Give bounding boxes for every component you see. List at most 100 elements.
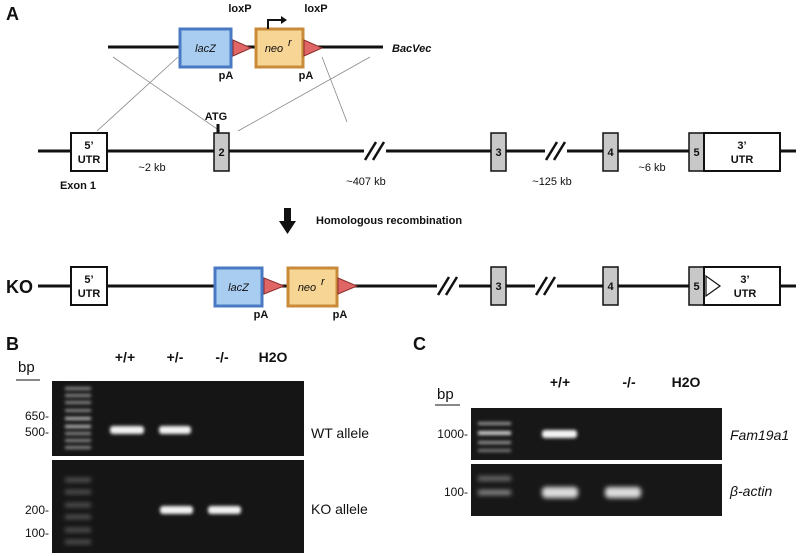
gel-b-ko-band-lane3 [208,506,241,514]
panel-b-lane-2: +/- [167,349,184,365]
bacvec-loxp2-label: loxP [304,3,327,15]
exon1-label: Exon 1 [60,180,96,192]
panel-b-bp: bp [18,359,35,376]
gel-b-marker-500: 500- [25,425,49,439]
exon3-label: 3 [495,147,501,159]
utr3-box [703,132,781,172]
ko-exon4-box [602,266,619,306]
bacvec-loxp1-triangle [232,39,253,57]
ko-exon4-label: 4 [607,281,614,293]
panel-b-lane-1: +/+ [115,349,135,365]
panel-c-lane-2: -/- [622,374,636,390]
panel-c-gel-bottom [471,464,722,516]
ko-exon3-label: 3 [495,281,501,293]
ko-pa1-label: pA [254,309,269,321]
gel-c-top-ladder [478,422,511,452]
panel-b-gel-top [52,381,304,456]
ko-break-mark-2 [534,276,557,296]
down-arrow-icon [279,221,296,234]
ko-utr3-line2: UTR [734,288,757,300]
panel-c-lane-3: H2O [672,374,701,390]
recombination-label: Homologous recombination [316,215,462,227]
ko-neo-box [286,266,339,308]
gel-b-marker-200: 200- [25,503,49,517]
gel-b-bottom-label: KO allele [311,501,368,517]
ko-utr5-box [70,266,108,306]
panel-c-letter: C [413,334,426,354]
gel-b-wt-band-lane1 [110,426,144,434]
bacvec-pa2-label: pA [299,70,314,82]
utr5-box [70,132,108,172]
ko-label: KO [6,277,33,297]
exon3-box [490,132,507,172]
distance-3: ~125 kb [532,176,571,188]
ko-pa2-label: pA [333,309,348,321]
ko-exon3-box [490,266,507,306]
promoter-arrow-icon [267,19,282,29]
panel-c-gel-top [471,408,722,460]
ko-lox-residual-mark [705,274,722,298]
ko-utr5-line2: UTR [78,288,101,300]
break-mark-1 [363,141,386,161]
atg-label: ATG [205,111,227,123]
ko-loxp1-triangle [263,277,286,295]
bacvec-lacz-box [178,27,233,69]
gel-b-top-bg [52,381,304,456]
ko-lacz-box [213,266,264,308]
panel-c-lane-1: +/+ [550,374,570,390]
gel-b-top-ladder [65,387,91,449]
recombination-step: Homologous recombination [279,208,462,234]
utr5-line2: UTR [78,154,101,166]
gel-b-wt-band-lane2 [159,426,191,434]
utr3-line2: UTR [731,154,754,166]
bacvec-lacz-label: lacZ [195,43,217,55]
promoter-arrowhead-icon [281,16,287,24]
bacvec-loxp2-triangle [303,39,324,57]
exon4-label: 4 [607,147,614,159]
ko-loxp2-triangle [337,277,359,295]
gel-c-top-label: Fam19a1 [730,427,789,443]
bacvec-construct: lacZ neo r loxP loxP pA pA BacVec [108,3,431,82]
ko-utr5-line1: 5’ [84,274,93,286]
bacvec-loxp1-label: loxP [228,3,251,15]
gel-b-bottom-bands [160,506,241,514]
homology-guide-lines [96,56,371,132]
down-arrow-shaft [284,208,291,222]
ko-utr3-box [703,266,781,306]
ko-allele: KO 5’ UTR lacZ neo r pA pA 3 4 5 [6,266,796,321]
exon5-label: 5 [693,147,699,159]
bacvec-neo-box [254,27,305,69]
exon2-box [213,132,230,172]
panel-b-lane-4: H2O [259,349,288,365]
gel-c-top-bg [471,408,722,460]
gel-c-marker-100: 100- [444,485,468,499]
panel-c-bp: bp [437,386,454,403]
distance-2: ~407 kb [346,176,385,188]
exon2-label: 2 [218,147,224,159]
gel-c-fam19a1-band-lane1 [542,430,577,438]
ko-lacz-label: lacZ [228,282,250,294]
ko-break-mark-1 [436,276,459,296]
gel-c-actin-band-lane2 [605,487,641,498]
panel-a-letter: A [6,4,19,24]
gel-b-ko-band-lane2 [160,506,193,514]
break-mark-2 [544,141,567,161]
gel-b-bottom-ladder [65,478,91,544]
gel-c-bottom-ladder [478,476,511,495]
gel-c-bottom-bg [471,464,722,516]
panel-b-letter: B [6,334,19,354]
gel-c-actin-band-lane1 [542,487,578,498]
utr5-line1: 5’ [84,140,93,152]
bacvec-neo-sup: r [288,37,293,49]
bacvec-pa1-label: pA [219,70,234,82]
panel-b-lane-3: -/- [215,349,229,365]
ko-neo-sup: r [321,276,326,288]
gel-b-top-bands [110,426,191,434]
genomic-locus: 5’ UTR Exon 1 2 ATG 3 4 5 3’ UTR ~2 kb ~… [38,111,796,192]
utr3-line1: 3’ [737,140,746,152]
bacvec-neo-label: neo [265,43,283,55]
panel-b-gel-bottom [52,460,304,553]
gel-b-marker-100: 100- [25,526,49,540]
